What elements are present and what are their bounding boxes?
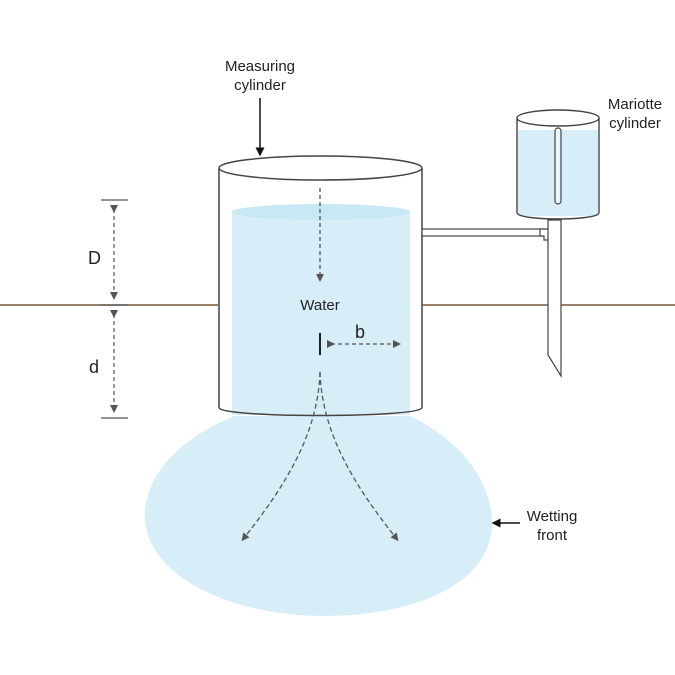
wetting-front-label-line1: Wetting (526, 508, 578, 525)
infiltration-arrow-left (241, 371, 321, 542)
infiltration-arrow-right (319, 371, 399, 542)
depth-d-label: d (89, 357, 100, 377)
mariotte-outlet-tube (547, 219, 562, 379)
measuring-cylinder-rim (218, 155, 423, 181)
water-label: Water (300, 297, 340, 314)
measuring-cylinder-label-line1: Measuring (224, 58, 296, 75)
radius-b-label: b (355, 322, 366, 342)
depth-D-label: D (88, 248, 101, 268)
mariotte-cylinder-label: Mariotte cylinder (590, 95, 675, 133)
mariotte-cylinder-label-line1: Mariotte (607, 96, 663, 113)
wetting-front-label-line2: front (536, 527, 567, 544)
connecting-pipe (421, 228, 545, 237)
measuring-cylinder-label: Measuring cylinder (205, 57, 315, 95)
measuring-cylinder-label-line2: cylinder (234, 77, 286, 94)
wetted-soil-zone (144, 416, 493, 617)
measuring-cylinder-bottom-edge (218, 407, 423, 417)
mariotte-air-tube (554, 127, 562, 205)
mariotte-cylinder-rim (516, 109, 600, 127)
wetting-front-label: Wetting front (512, 507, 592, 545)
mariotte-cylinder-bottom (516, 212, 600, 220)
mariotte-cylinder-label-line2: cylinder (609, 115, 661, 132)
water-surface (232, 204, 410, 220)
